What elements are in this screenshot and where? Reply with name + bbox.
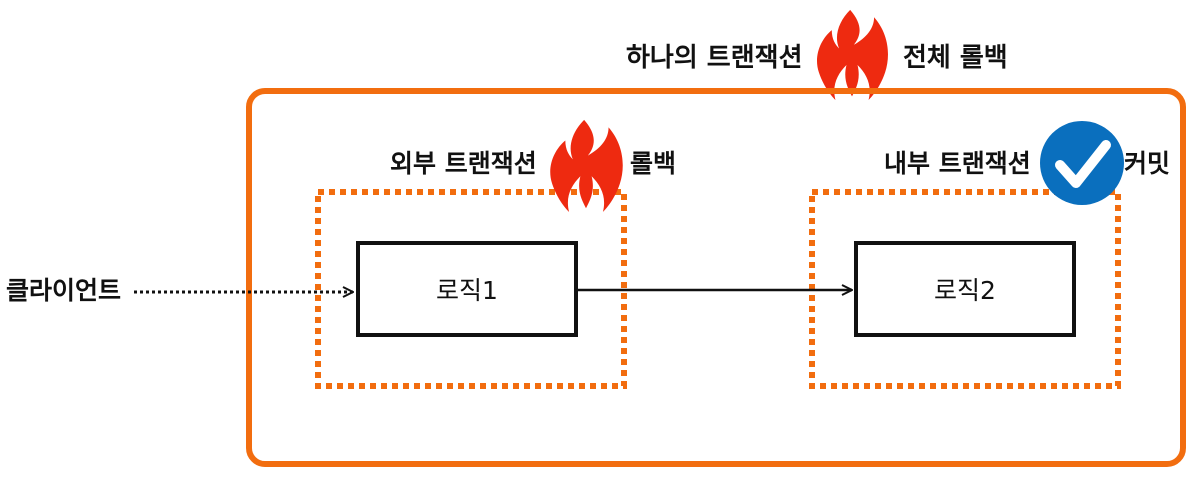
- global-transaction-label: 하나의 트랜잭션: [626, 43, 803, 73]
- logic1-label: 로직1: [436, 276, 498, 305]
- inner-commit-label: 커밋: [1124, 149, 1170, 178]
- global-rollback-label: 전체 롤백: [903, 43, 1008, 73]
- global-transaction-frame: [246, 88, 1186, 467]
- logic2-box: [854, 241, 1076, 337]
- global-rollback-fire-icon: [817, 9, 888, 100]
- inner-transaction-label: 내부 트랜잭션: [884, 149, 1031, 178]
- outer-transaction-label: 외부 트랜잭션: [390, 149, 537, 178]
- client-label: 클라이언트: [6, 276, 121, 305]
- outer-rollback-fire-icon: [550, 119, 623, 212]
- logic1-box: [356, 241, 578, 337]
- outer-transaction-box: [315, 189, 627, 389]
- outer-rollback-label: 롤백: [630, 149, 676, 178]
- logic2-label: 로직2: [934, 276, 996, 305]
- inner-commit-check-circle-icon: [1040, 121, 1124, 205]
